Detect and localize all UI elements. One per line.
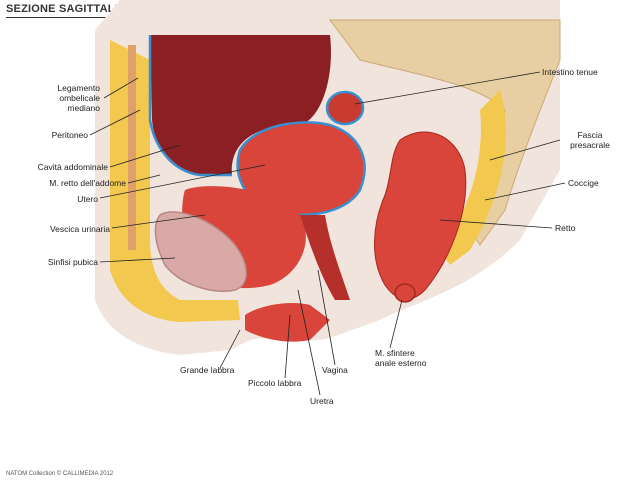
label-vagina: Vagina <box>322 365 348 375</box>
label-sfintere: M. sfintere anale esterno <box>375 348 427 368</box>
peritoneum-line <box>148 35 232 177</box>
anal-sphincter <box>394 283 416 303</box>
rectum <box>374 131 467 300</box>
small-intestine <box>325 90 365 126</box>
label-fascia: Fascia presacrale <box>570 130 610 150</box>
vagina <box>300 215 350 300</box>
rectus-strip <box>128 45 136 250</box>
anterior-fat <box>110 40 240 322</box>
label-vescica: Vescica urinaria <box>49 224 110 234</box>
label-cavita: Cavità addominale <box>37 162 108 172</box>
label-grande-labbra: Grande labbra <box>180 365 235 375</box>
label-intestino: Intestino tenue <box>542 67 598 77</box>
label-coccige: Coccige <box>568 178 599 188</box>
labia <box>245 303 330 342</box>
abdominal-cavity <box>150 35 331 175</box>
label-retto-addome: M. retto dell'addome <box>49 178 126 188</box>
label-piccolo-labbra: Piccolo labbra <box>248 378 302 388</box>
label-sinfisi: Sinfisi pubica <box>47 257 98 267</box>
label-uretra: Uretra <box>310 396 334 406</box>
label-legamento: Legamento ombelicale mediano <box>57 83 100 113</box>
credit-line: NATOM Collection © CALLIMEDIA 2012 <box>6 471 114 477</box>
leader-lines <box>89 71 566 396</box>
label-peritoneo: Peritoneo <box>51 130 88 140</box>
pubic-symphysis <box>154 211 247 292</box>
label-retto: Retto <box>555 223 576 233</box>
label-utero: Utero <box>77 194 98 204</box>
presacral-fat <box>440 90 506 265</box>
